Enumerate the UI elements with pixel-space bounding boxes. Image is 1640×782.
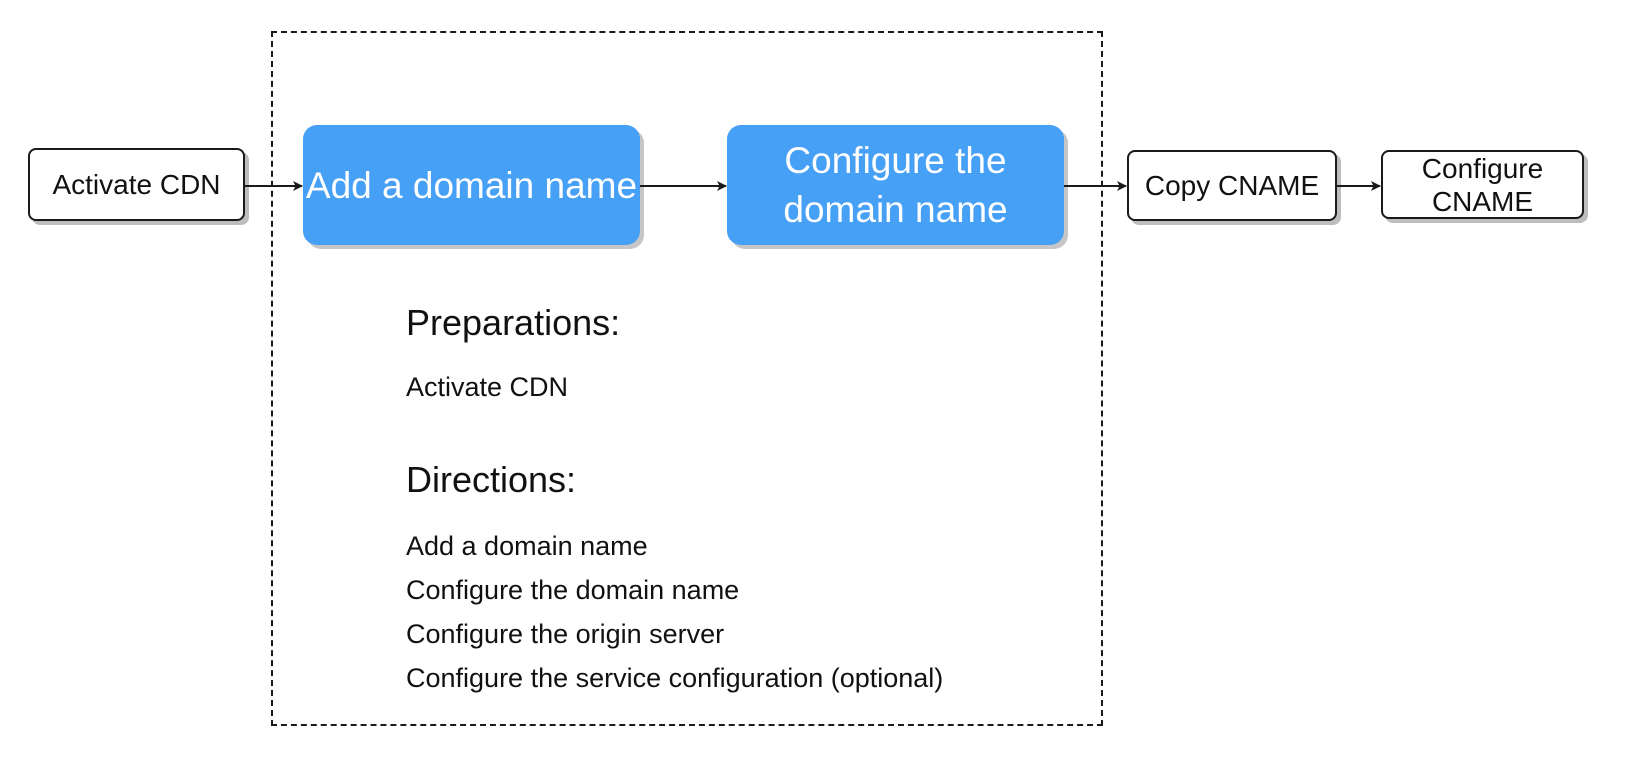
- flow-node-add-domain-name: Add a domain name: [303, 125, 640, 245]
- flow-node-configure-cname: Configure CNAME: [1381, 150, 1584, 219]
- flow-node-label: Copy CNAME: [1144, 170, 1320, 201]
- flow-node-label: Configure the domain name: [783, 140, 1008, 230]
- flow-node-label: Add a domain name: [305, 164, 638, 206]
- flow-node-activate-cdn: Activate CDN: [28, 148, 245, 221]
- preparations-item: Activate CDN: [406, 372, 569, 402]
- directions-item: Add a domain name: [406, 531, 648, 561]
- directions-item: Configure the domain name: [406, 575, 740, 605]
- directions-item: Configure the origin server: [406, 619, 725, 649]
- flow-node-label: Configure CNAME: [1421, 152, 1544, 217]
- flow-node-copy-cname: Copy CNAME: [1127, 150, 1337, 221]
- preparations-heading: Preparations:: [406, 302, 621, 343]
- directions-heading: Directions:: [406, 459, 577, 500]
- highlight-group-frame: [271, 31, 1103, 726]
- flow-node-label: Activate CDN: [52, 169, 221, 200]
- directions-item: Configure the service configuration (opt…: [406, 663, 944, 693]
- flow-node-configure-domain-name: Configure the domain name: [727, 125, 1064, 245]
